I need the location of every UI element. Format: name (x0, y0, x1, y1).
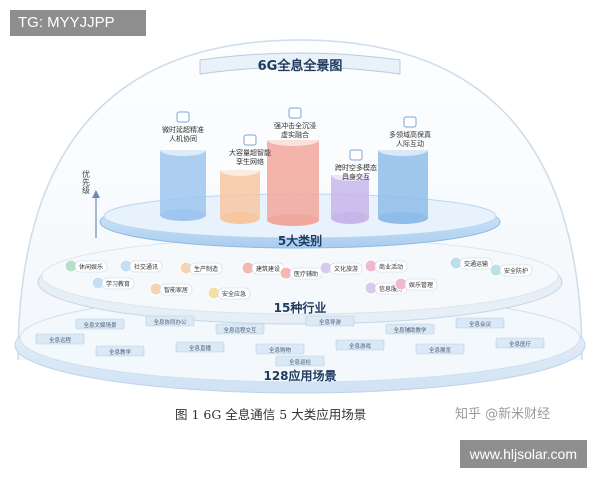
svg-text:生产制造: 生产制造 (194, 265, 218, 273)
layer-label-categories: 5大类别 (278, 233, 322, 248)
category-icon (288, 107, 302, 119)
watermark-top: TG: MYYJJPP (10, 10, 146, 36)
svg-text:全息远程交互: 全息远程交互 (223, 326, 257, 334)
scene-tile: 全息购物 (255, 343, 305, 355)
svg-text:全息导游: 全息导游 (319, 318, 342, 326)
industry-node: 生产制造 (179, 261, 223, 275)
category-cylinder (267, 134, 319, 226)
layer-label-industries: 15种行业 (274, 300, 327, 315)
priority-axis: 优先级 (82, 169, 100, 238)
industry-node: 安全防护 (489, 263, 533, 277)
category-icon (403, 116, 417, 128)
svg-text:智能家居: 智能家居 (164, 286, 188, 294)
category-cylinder (331, 169, 369, 224)
svg-text:娱乐管理: 娱乐管理 (409, 281, 433, 289)
svg-text:文化旅游: 文化旅游 (334, 265, 358, 273)
figure-caption: 图 1 6G 全息通信 5 大类应用场景 (175, 407, 367, 422)
scene-tile: 全息会议 (455, 317, 505, 329)
industry-node: 休闲娱乐 (64, 259, 108, 273)
scene-tile: 全息协同办公 (145, 315, 195, 327)
scene-tile: 全息远程交互 (215, 323, 265, 335)
svg-text:全息购物: 全息购物 (269, 346, 292, 354)
category-label: 强冲击全沉浸虚实融合 (274, 121, 316, 139)
category-cylinder (220, 164, 260, 224)
svg-text:学习教育: 学习教育 (106, 280, 130, 288)
svg-text:信息服务: 信息服务 (379, 285, 403, 293)
scene-tile: 全息文娱场景 (75, 318, 125, 330)
industry-node: 商业活动 (364, 259, 408, 273)
svg-text:休闲娱乐: 休闲娱乐 (79, 263, 103, 271)
scene-tile: 全息导游 (305, 315, 355, 327)
title-ribbon: 6G全息全景图 (199, 52, 401, 75)
scene-tile: 全息远程 (35, 333, 85, 345)
svg-text:全息文娱场景: 全息文娱场景 (83, 321, 117, 329)
svg-text:交通运输: 交通运输 (464, 260, 488, 268)
diagram-title: 6G全息全景图 (258, 58, 343, 74)
svg-text:全息医疗: 全息医疗 (509, 340, 532, 348)
industry-node: 智能家居 (149, 282, 193, 296)
scene-tile: 全息医疗 (495, 337, 545, 349)
svg-text:全息远程: 全息远程 (49, 336, 72, 344)
industry-node: 文化旅游 (319, 261, 363, 275)
watermark-bottom: www.hljsolar.com (459, 440, 587, 468)
industry-node: 娱乐管理 (394, 277, 438, 291)
svg-text:医疗辅助: 医疗辅助 (294, 270, 318, 278)
industry-node: 交通运输 (449, 256, 493, 270)
industry-node: 学习教育 (91, 276, 135, 290)
category-icon (243, 134, 257, 146)
svg-text:全息辅助教学: 全息辅助教学 (393, 326, 427, 334)
category-cylinders (160, 134, 428, 226)
category-labels: 微时延超精准人机协同大容量超智能孪生网络强冲击全沉浸虚实融合跨时空多模态具身交互… (162, 107, 431, 181)
layer-label-scenes: 128应用场景 (263, 368, 336, 383)
category-cylinder (160, 144, 206, 221)
category-icon (176, 111, 190, 123)
svg-text:全息巡检: 全息巡检 (289, 358, 312, 366)
scene-tile: 全息展览 (415, 343, 465, 355)
category-label: 微时延超精准人机协同 (162, 125, 204, 143)
category-label: 跨时空多模态具身交互 (335, 163, 377, 181)
svg-text:社交通讯: 社交通讯 (134, 263, 158, 271)
scene-tile: 全息教学 (95, 345, 145, 357)
zhihu-watermark: 知乎 @新米财经 (455, 407, 551, 422)
svg-text:建筑建设: 建筑建设 (256, 265, 280, 273)
scene-tile: 全息游戏 (335, 339, 385, 351)
svg-text:全息直播: 全息直播 (189, 344, 212, 352)
industry-node: 安全应急 (207, 286, 251, 300)
industry-node: 医疗辅助 (279, 266, 323, 280)
industry-node: 社交通讯 (119, 259, 163, 273)
svg-text:商业活动: 商业活动 (379, 263, 403, 271)
category-cylinder (378, 144, 428, 224)
scene-tile: 全息辅助教学 (385, 323, 435, 335)
category-label: 大容量超智能孪生网络 (229, 148, 271, 166)
svg-text:全息会议: 全息会议 (469, 320, 492, 328)
scene-tile: 全息巡检 (275, 355, 325, 367)
svg-text:全息协同办公: 全息协同办公 (153, 318, 187, 326)
svg-text:全息展览: 全息展览 (429, 346, 452, 354)
svg-text:安全应急: 安全应急 (222, 290, 246, 298)
category-label: 多领域高保真人际互动 (389, 130, 431, 148)
svg-text:安全防护: 安全防护 (504, 267, 528, 275)
category-icon (349, 149, 363, 161)
scene-tile: 全息直播 (175, 341, 225, 353)
svg-text:全息游戏: 全息游戏 (349, 342, 372, 350)
svg-text:全息教学: 全息教学 (109, 348, 132, 356)
priority-axis-label: 优先级 (82, 169, 91, 195)
industry-node: 建筑建设 (241, 261, 285, 275)
